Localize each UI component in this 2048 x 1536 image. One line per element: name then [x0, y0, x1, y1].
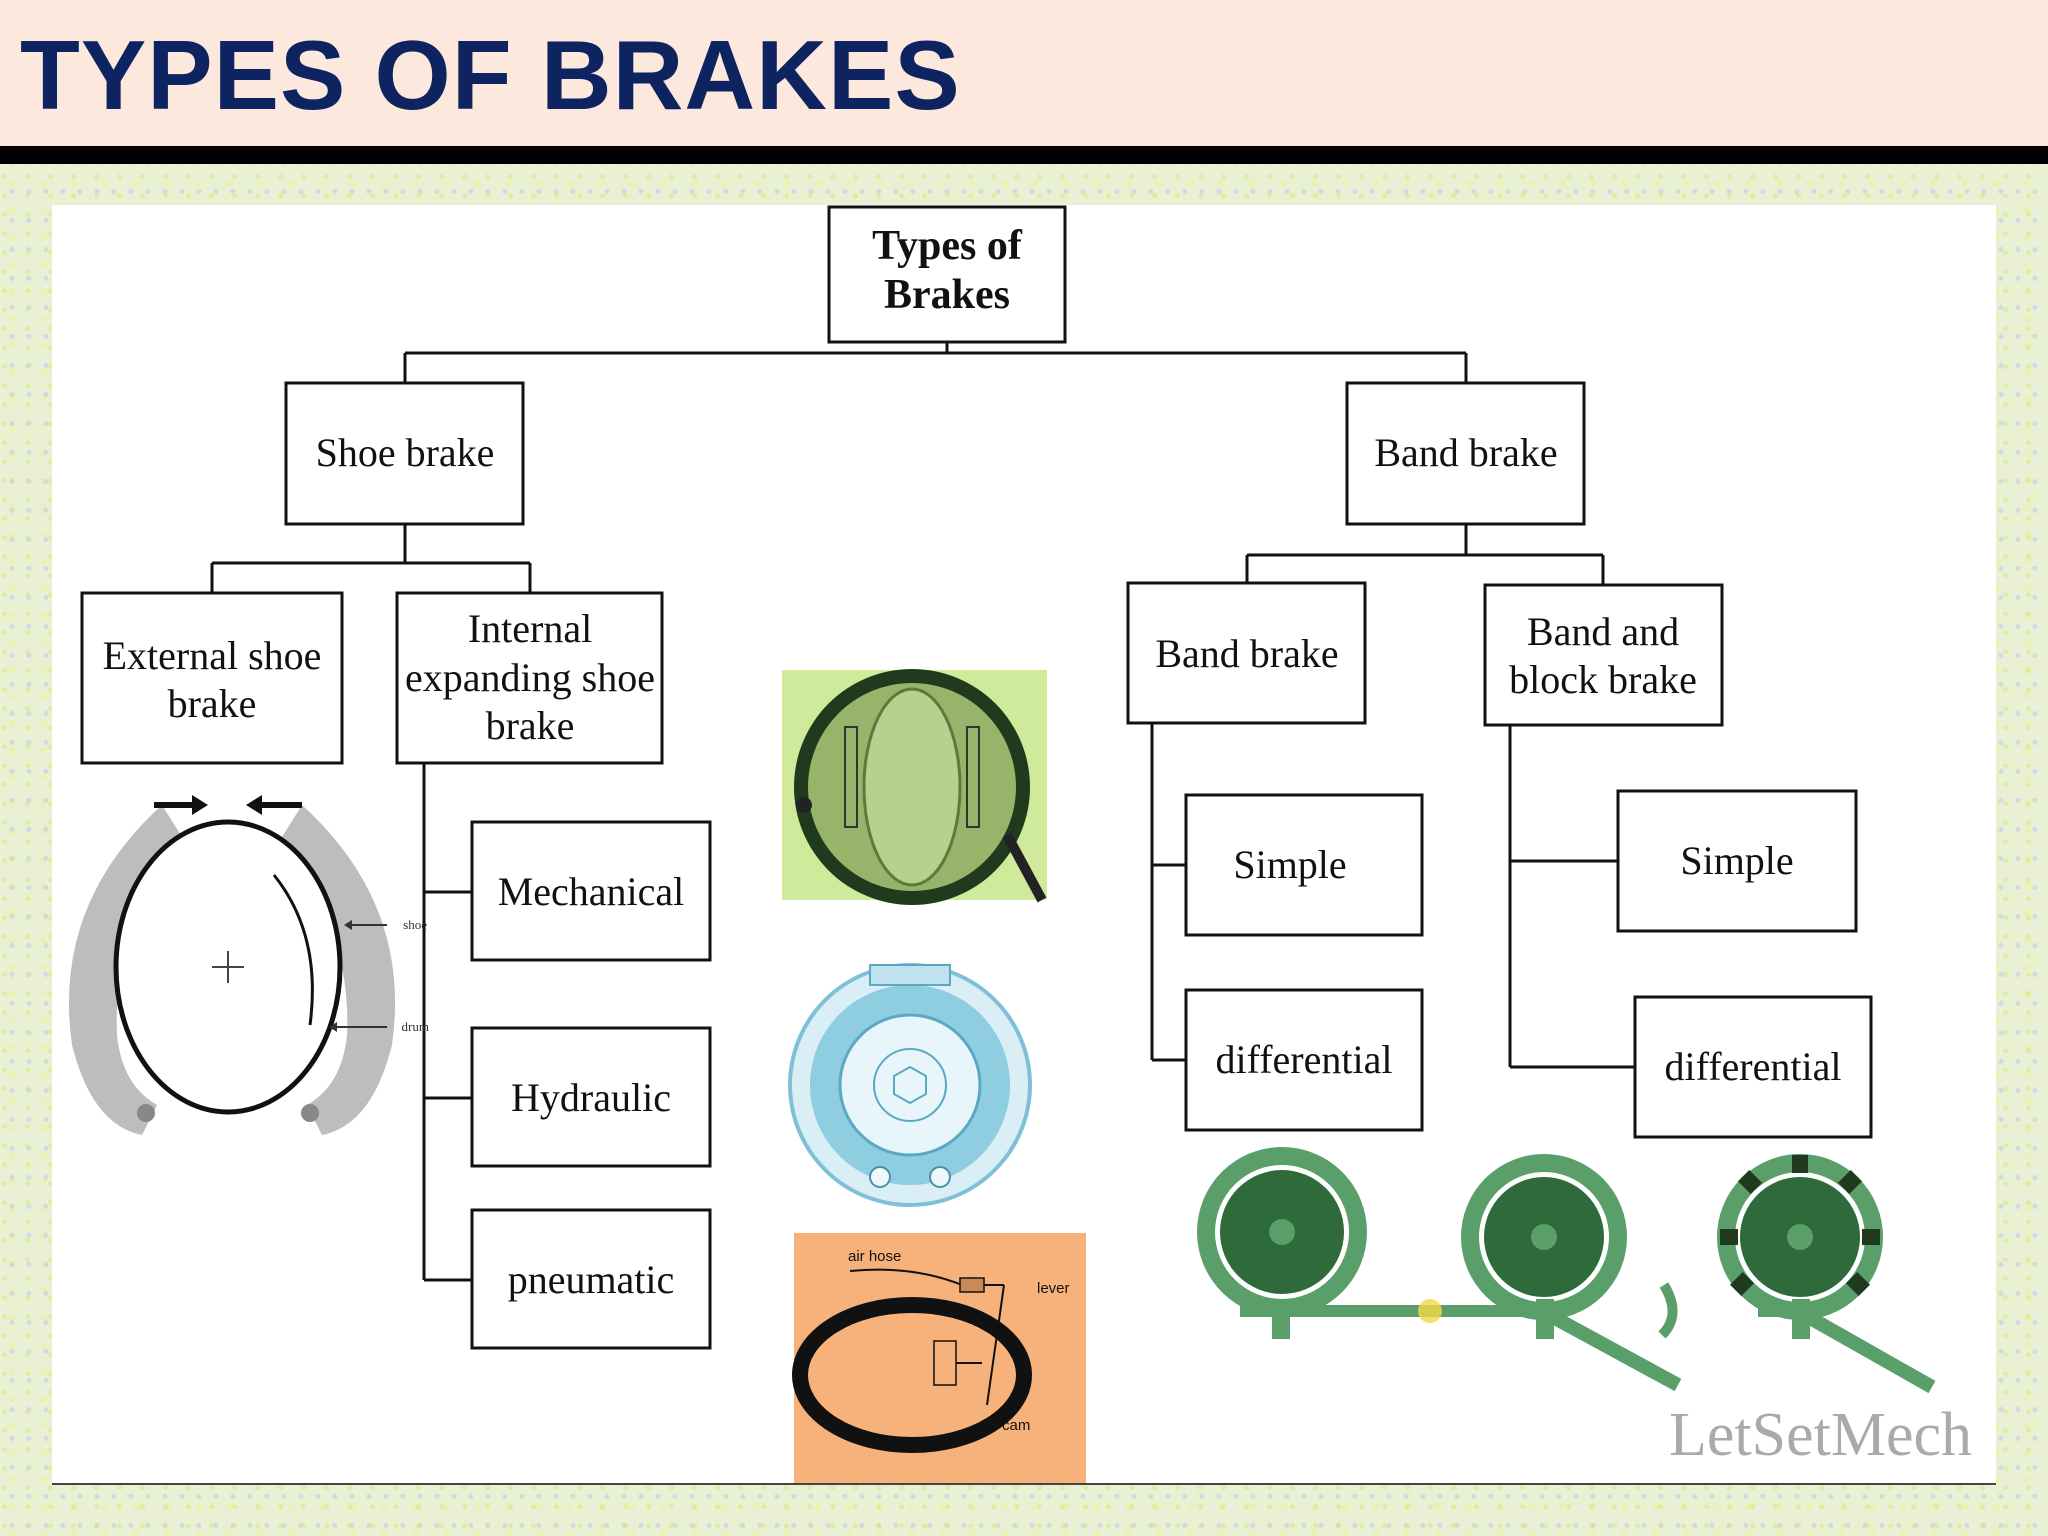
- node-label-line: brake: [168, 681, 257, 726]
- node-simple-band: Simple: [1184, 793, 1424, 937]
- node-label: Simple: [1680, 838, 1793, 883]
- node-label-line: Types of: [872, 223, 1023, 269]
- node-label-line: Band and: [1527, 609, 1679, 654]
- node-band-brake-sub: Band brake: [1126, 581, 1367, 725]
- air-hose-label: air hose: [848, 1248, 901, 1265]
- node-label: Hydraulic: [511, 1075, 671, 1120]
- node-label: Shoe brake: [316, 430, 495, 475]
- node-mechanical: Mechanical: [470, 820, 712, 962]
- node-external-shoe-brake: External shoe brake: [80, 591, 344, 765]
- brake-types-diagram: Types of Brakes Shoe brake Band brake Ex…: [68, 205, 1972, 1483]
- slide-header: TYPES OF BRAKES: [0, 0, 2048, 146]
- cam-label: cam: [1002, 1417, 1030, 1434]
- drum-label: drum: [402, 1019, 429, 1034]
- node-differential-band-and-block: differential: [1633, 995, 1873, 1139]
- node-hydraulic: Hydraulic: [470, 1026, 712, 1168]
- node-label-line: Brakes: [884, 272, 1010, 318]
- hydraulic-drum-brake-illustration: [788, 963, 1032, 1207]
- header-divider: [0, 146, 2048, 164]
- node-differential-band: differential: [1184, 988, 1424, 1132]
- node-label: pneumatic: [508, 1257, 675, 1302]
- node-label: Simple: [1233, 842, 1346, 887]
- lever-label: lever: [1037, 1280, 1070, 1297]
- node-label: Mechanical: [498, 869, 685, 914]
- slide-title: TYPES OF BRAKES: [20, 20, 961, 130]
- watermark: LetSetMech: [1669, 1401, 1972, 1469]
- external-shoe-brake-illustration: shoe drum: [68, 795, 429, 1135]
- node-band-and-block-brake: Band and block brake: [1483, 583, 1724, 727]
- node-label-line: Internal: [468, 606, 592, 651]
- node-label: differential: [1665, 1044, 1842, 1089]
- node-label-line: External shoe: [103, 633, 322, 678]
- node-label-line: expanding shoe: [405, 655, 655, 700]
- differential-band-brake-illustration: [1461, 1154, 1682, 1392]
- node-pneumatic: pneumatic: [470, 1208, 712, 1350]
- node-label: Band brake: [1155, 631, 1338, 676]
- connector-lines: [210, 342, 1635, 1282]
- node-band-brake: Band brake: [1345, 381, 1586, 526]
- mechanical-drum-brake-illustration: [782, 669, 1047, 905]
- node-label: Band brake: [1374, 430, 1557, 475]
- node-label: differential: [1216, 1037, 1393, 1082]
- node-internal-expanding-shoe-brake: Internal expanding shoe brake: [395, 591, 664, 765]
- node-shoe-brake: Shoe brake: [284, 381, 525, 526]
- diagram-panel: Types of Brakes Shoe brake Band brake Ex…: [52, 205, 1996, 1485]
- node-label-line: block brake: [1509, 657, 1697, 702]
- simple-band-brake-illustration: [1197, 1147, 1510, 1339]
- band-and-block-brake-illustration: [1717, 1154, 1936, 1394]
- pneumatic-drum-brake-illustration: air hose lever cam: [792, 1233, 1086, 1483]
- node-types-of-brakes: Types of Brakes: [827, 205, 1067, 344]
- shoe-label: shoe: [403, 917, 427, 932]
- node-simple-band-and-block: Simple: [1616, 789, 1858, 933]
- node-label-line: brake: [486, 703, 575, 748]
